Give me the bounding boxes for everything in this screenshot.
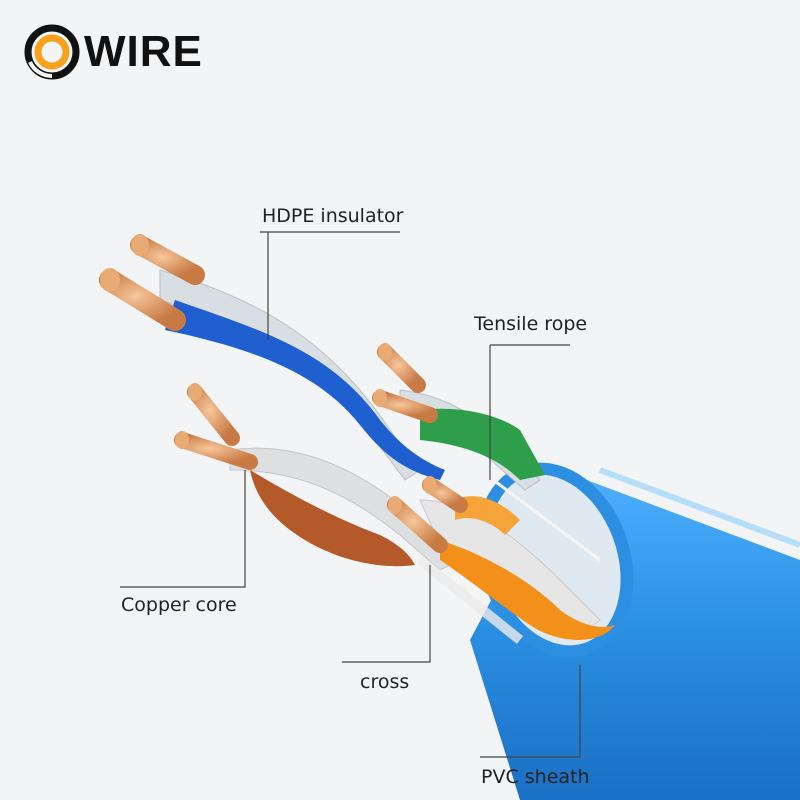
orange-pair — [419, 496, 615, 640]
copper-core-orange-b — [387, 496, 448, 553]
pvc-leader — [480, 665, 581, 758]
copper-leader — [120, 470, 246, 588]
hdpe-insulator-label: HDPE insulator — [262, 205, 404, 227]
copper-core-blue-b — [99, 268, 186, 331]
logo: WIRE — [22, 22, 203, 82]
copper-core-brown-b — [174, 431, 258, 470]
copper-cores — [99, 234, 468, 553]
tensile-rope-label: Tensile rope — [474, 313, 588, 335]
tensile-leader — [489, 344, 570, 480]
cross-leader — [342, 565, 431, 663]
cross-label: cross — [360, 671, 410, 693]
logo-mark — [24, 24, 80, 80]
copper-core-green-a — [377, 343, 426, 393]
copper-core-label: Copper core — [121, 594, 237, 616]
hdpe-leader — [260, 231, 400, 340]
copper-core-brown-a — [187, 383, 240, 446]
tensile-rope — [479, 468, 601, 562]
logo-text: WIRE — [84, 27, 203, 76]
copper-core-green-b — [372, 389, 438, 423]
pvc-sheath-label: PVC sheath — [481, 766, 590, 788]
cross-separator — [416, 556, 524, 644]
copper-core-blue-a — [130, 234, 205, 285]
blue-pair — [159, 269, 445, 481]
copper-core-orange-a — [422, 476, 468, 513]
